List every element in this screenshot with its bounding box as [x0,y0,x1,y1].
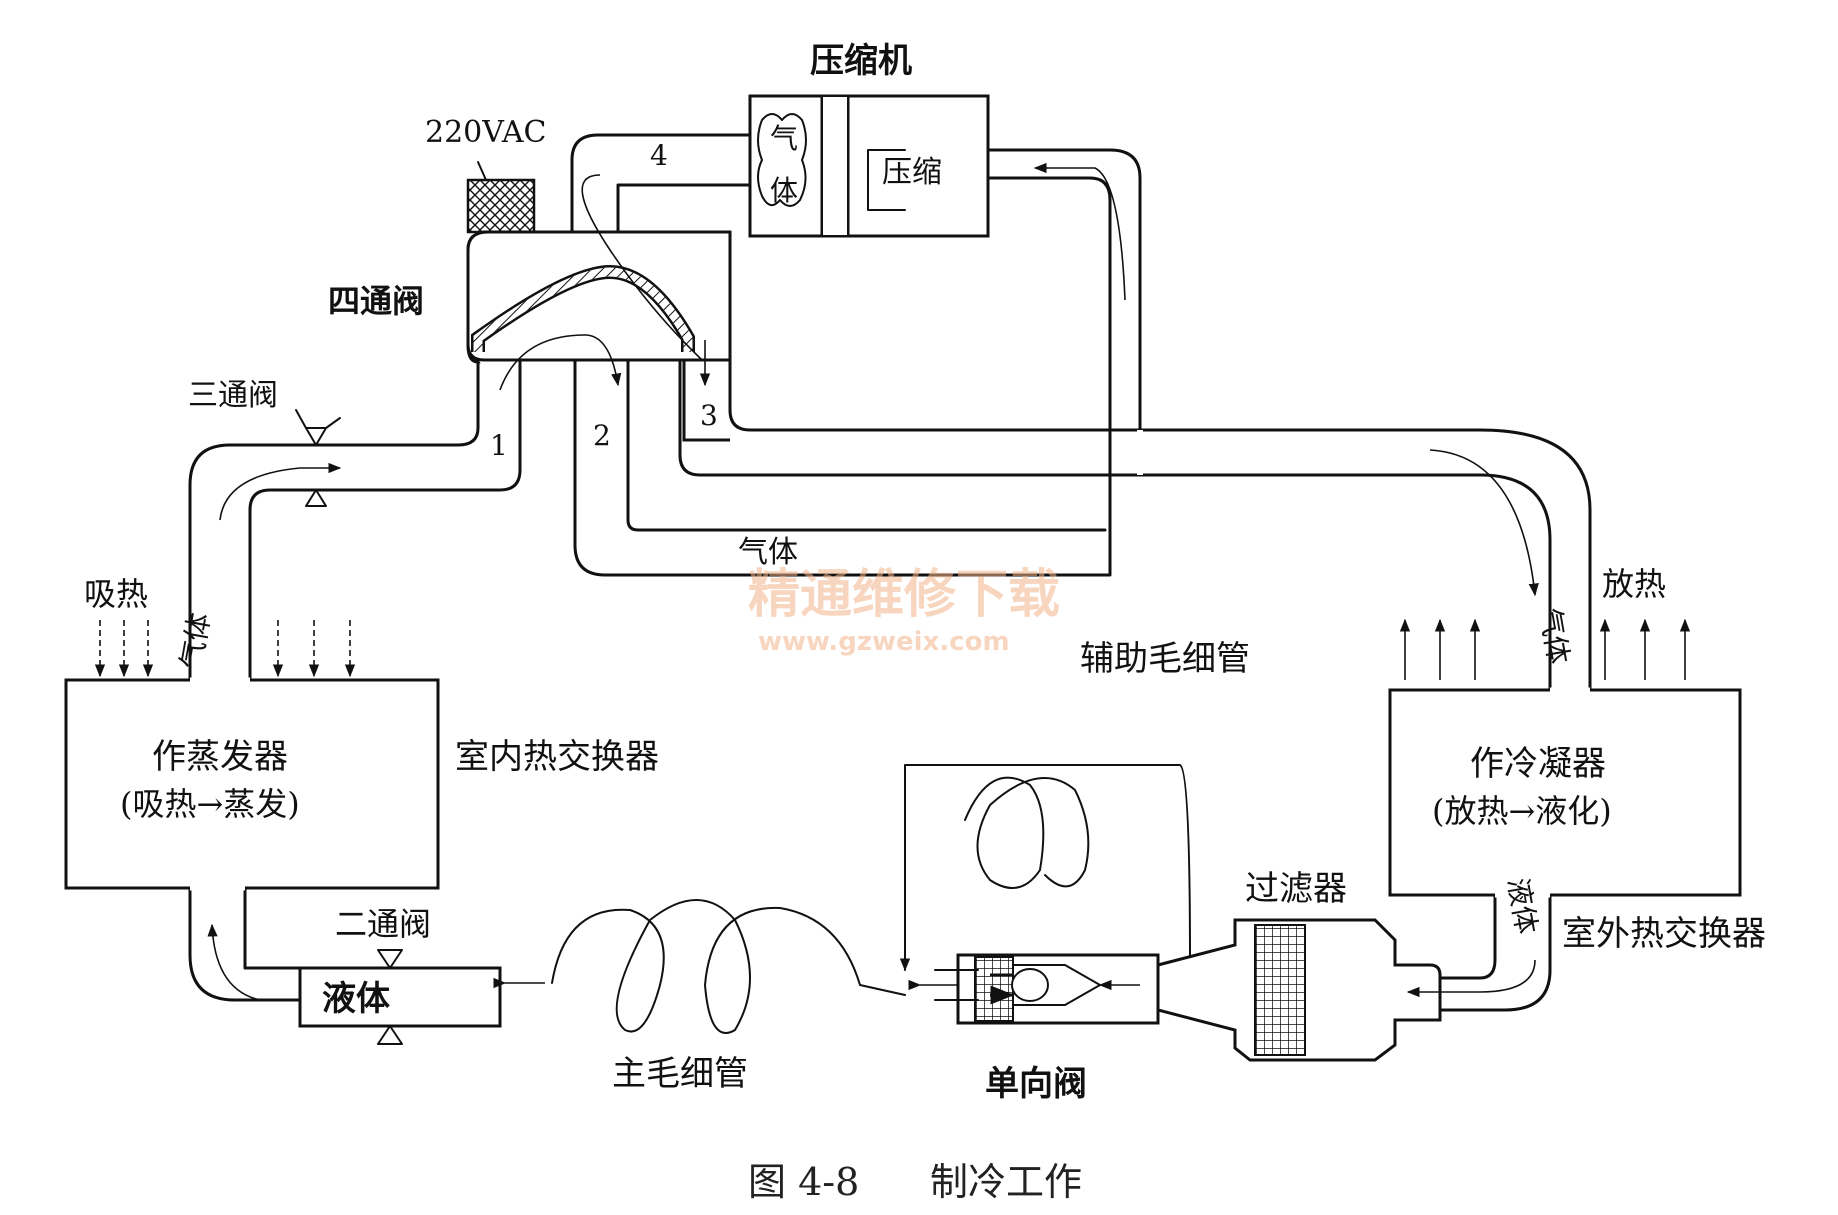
compressor-gas-label: 气 [770,122,798,155]
condenser-subtitle: (放热→液化) [1432,792,1612,830]
release-heat-arrows [1399,618,1691,680]
main-capillary [493,899,906,1034]
three-way-valve [295,409,341,507]
aux-capillary-label: 辅助毛细管 [1080,639,1250,679]
check-valve-label: 单向阀 [985,1064,1087,1104]
caption-title: 制冷工作 [930,1160,1082,1204]
check-valve [908,953,1160,1025]
outdoor-hx-label: 室外热交换器 [1562,914,1766,954]
indoor-hx-label: 室内热交换器 [455,737,659,777]
gas-left-label: 气体 [174,610,216,671]
port-2-label: 2 [593,419,611,452]
four-way-valve [466,161,732,442]
compressor-gas2-label: 体 [770,174,798,207]
caption-figure-number: 图 4-8 [748,1160,859,1204]
condenser-title: 作冷凝器 [1470,744,1606,784]
refrigerant-pipes [188,358,1592,692]
two-way-valve-label: 二通阀 [335,905,431,943]
four-way-valve-label: 四通阀 [328,282,424,320]
port-1-label: 1 [490,429,508,462]
condenser [1388,449,1742,1012]
main-capillary-label: 主毛细管 [612,1054,748,1094]
port-4-label: 4 [650,139,668,172]
watermark: 精通维修下载 www.gzweix.com [748,564,1060,657]
evaporator [64,462,440,1002]
filter [1156,918,1442,1062]
evaporator-title: 作蒸发器 [152,737,288,777]
filter-label: 过滤器 [1245,869,1347,909]
compress-label: 压缩 [882,155,942,190]
labels: 压缩机 气 体 压缩 220VAC 四通阀 三通阀 1 2 3 4 气体 气体 … [84,41,1766,1104]
gas-middle-label: 气体 [738,535,798,570]
compressor [748,94,990,238]
absorb-heat-arrows [94,620,356,678]
watermark-url: www.gzweix.com [758,627,1010,657]
three-way-valve-label: 三通阀 [188,378,278,413]
evaporator-subtitle: (吸热→蒸发) [120,785,300,823]
absorb-heat-label: 吸热 [84,575,148,613]
gas-right-label: 气体 [1533,605,1575,666]
aux-capillary [899,764,1191,972]
voltage-label: 220VAC [425,115,547,150]
port-3-label: 3 [700,399,718,432]
two-way-valve-liquid [207,923,502,1045]
compressor-label: 压缩机 [810,41,912,81]
release-heat-label: 放热 [1602,565,1666,603]
watermark-cn: 精通维修下载 [748,564,1060,625]
liquid-left-label: 液体 [322,979,390,1019]
figure-caption: 图 4-8 制冷工作 [748,1160,1082,1204]
